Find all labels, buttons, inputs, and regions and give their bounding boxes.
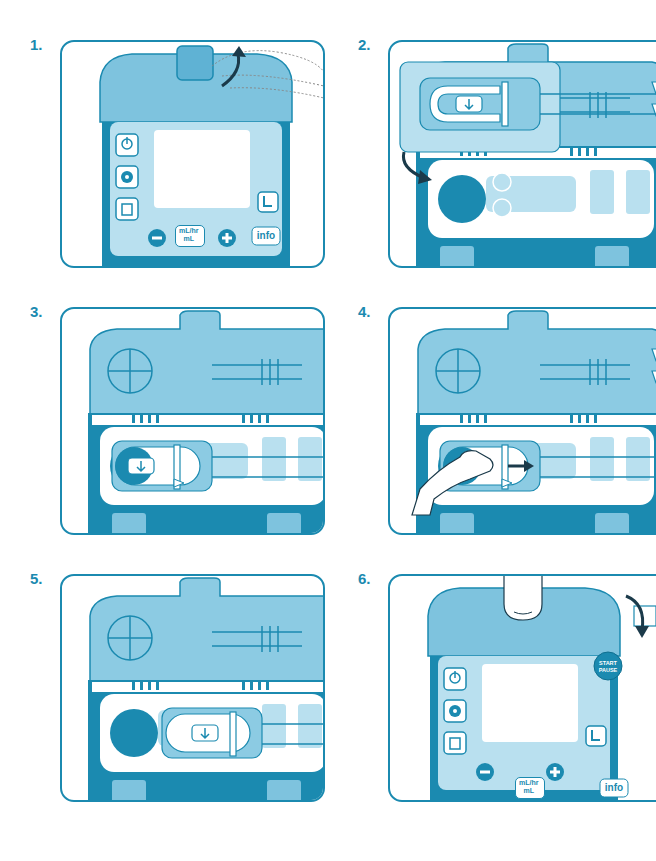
start-pause-button: START PAUSE xyxy=(594,652,623,681)
button-label: START PAUSE xyxy=(596,654,621,678)
step-panel: 3. xyxy=(60,307,325,535)
step-panel: 2. xyxy=(388,40,656,268)
button-label: mL/hr mL xyxy=(516,778,541,796)
step-number: 5. xyxy=(30,570,43,587)
info-button: info xyxy=(252,227,281,246)
step-panel: 4. xyxy=(388,307,656,535)
info-button: info xyxy=(600,779,629,798)
step-number: 3. xyxy=(30,303,43,320)
button-label: info xyxy=(253,228,280,243)
panel-frame xyxy=(60,574,325,802)
panel-frame xyxy=(388,40,656,268)
pump-open-cassette-insert xyxy=(390,42,656,268)
panel-frame xyxy=(388,307,656,535)
pump-closed-press xyxy=(390,576,656,802)
panel-frame xyxy=(60,307,325,535)
panel-frame xyxy=(388,574,656,802)
pump-open-cassette-push xyxy=(390,309,656,535)
step-number: 6. xyxy=(358,570,371,587)
pump-open-cassette-seated xyxy=(62,309,325,535)
step-panel: 6.START PAUSEmL/hr mLinfo xyxy=(388,574,656,802)
pump-open-cassette-slid xyxy=(62,576,325,802)
button-label: info xyxy=(601,780,628,795)
step-panel: 1.mL/hr mLinfo xyxy=(60,40,325,268)
rate-button: mL/hr mL xyxy=(515,777,545,799)
step-number: 1. xyxy=(30,36,43,53)
rate-button: mL/hr mL xyxy=(175,225,205,247)
step-panel: 5. xyxy=(60,574,325,802)
button-label: mL/hr mL xyxy=(176,226,201,244)
step-number: 4. xyxy=(358,303,371,320)
step-number: 2. xyxy=(358,36,371,53)
